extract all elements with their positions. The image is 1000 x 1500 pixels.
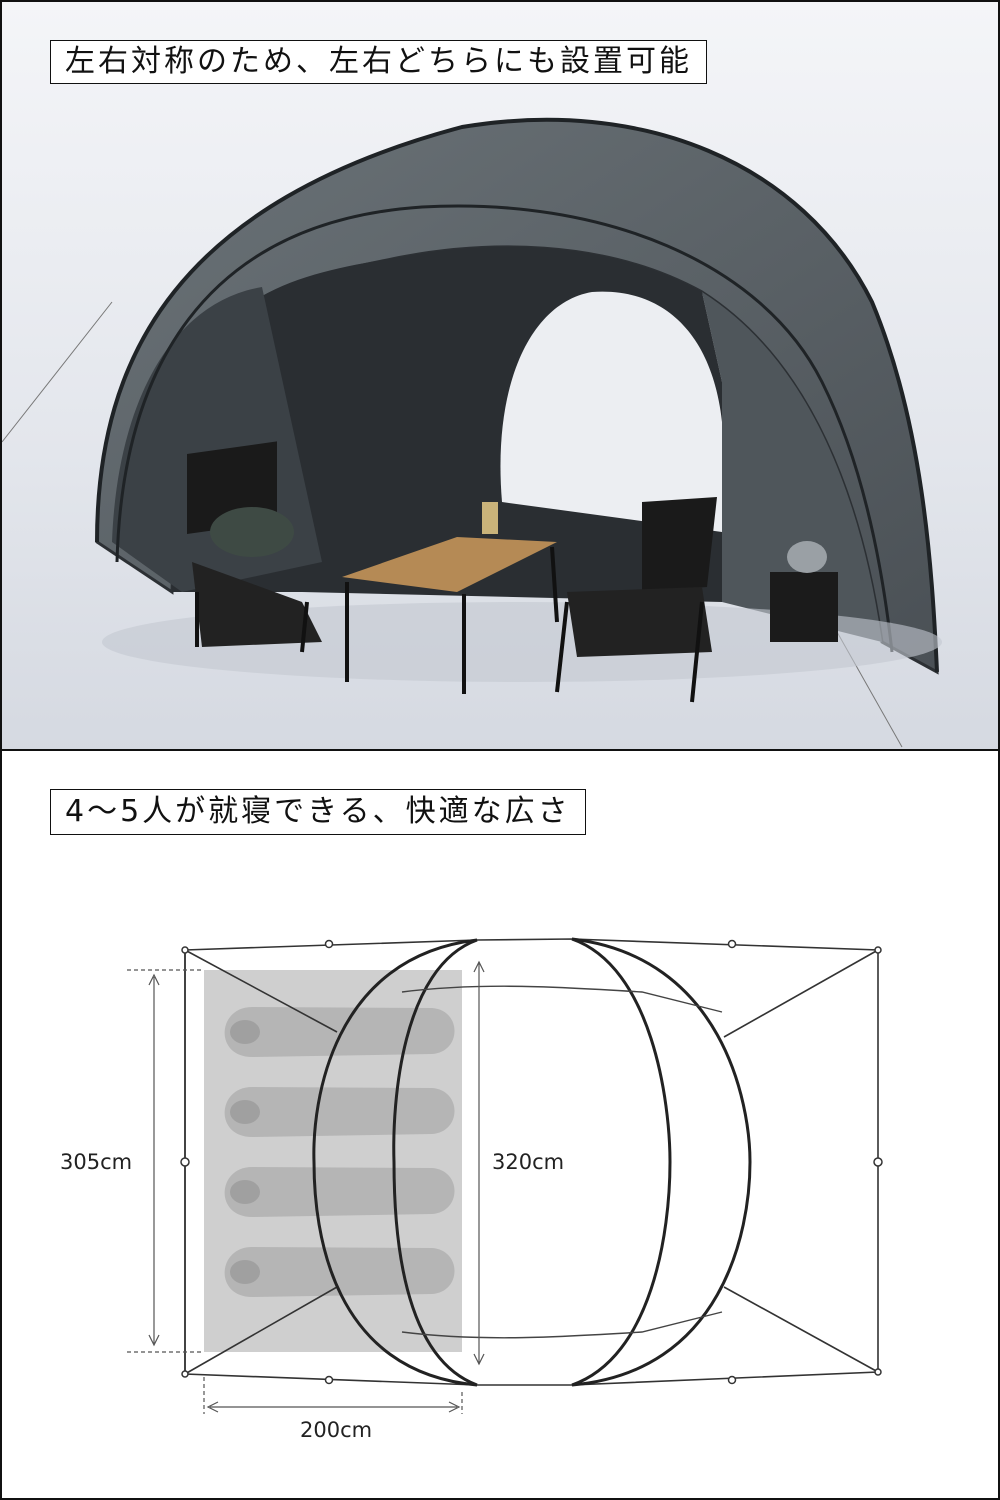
caption-sleeping-capacity: 4〜5人が就寝できる、快適な広さ [50,789,586,835]
tent-side-wall [702,292,882,642]
chair-right-leg [690,601,704,703]
lantern [482,502,498,534]
tent-pole-outer [95,117,939,673]
guy-line-left [2,301,113,443]
chair-left-seat [192,562,322,647]
side-rack [770,572,838,642]
chair-right-leg [555,601,569,693]
tent-photo-panel: 左右対称のため、左右どちらにも設置可能 [0,0,1000,751]
chair-left-leg [300,601,309,653]
width-dimension-label: 320cm [492,1150,564,1174]
chair-right-back [642,497,717,592]
tent-photo-illustration [2,2,998,749]
table-top [342,537,557,592]
stake-points [180,939,883,1385]
tent-door-opening [500,291,722,532]
floor-plan-panel: 305cm 320cm 200cm 4〜5人が就寝できる、快適な広さ [0,749,1000,1500]
cushion [210,507,294,557]
table-leg [550,546,559,623]
sleeping-bag [224,1247,455,1297]
kettle [787,541,827,573]
caption-symmetric-setup: 左右対称のため、左右どちらにも設置可能 [50,40,707,84]
inner-width-dimension-label: 200cm [300,1418,372,1442]
floor-plan-diagram: 305cm 320cm 200cm [60,937,883,1442]
chair-right-seat [567,587,712,657]
dimension-lines [127,960,485,1414]
tent-pole-inner [115,204,894,653]
sleeping-bag [224,1167,455,1217]
depth-dimension-label: 305cm [60,1150,132,1174]
sleeping-bag [224,1007,455,1057]
